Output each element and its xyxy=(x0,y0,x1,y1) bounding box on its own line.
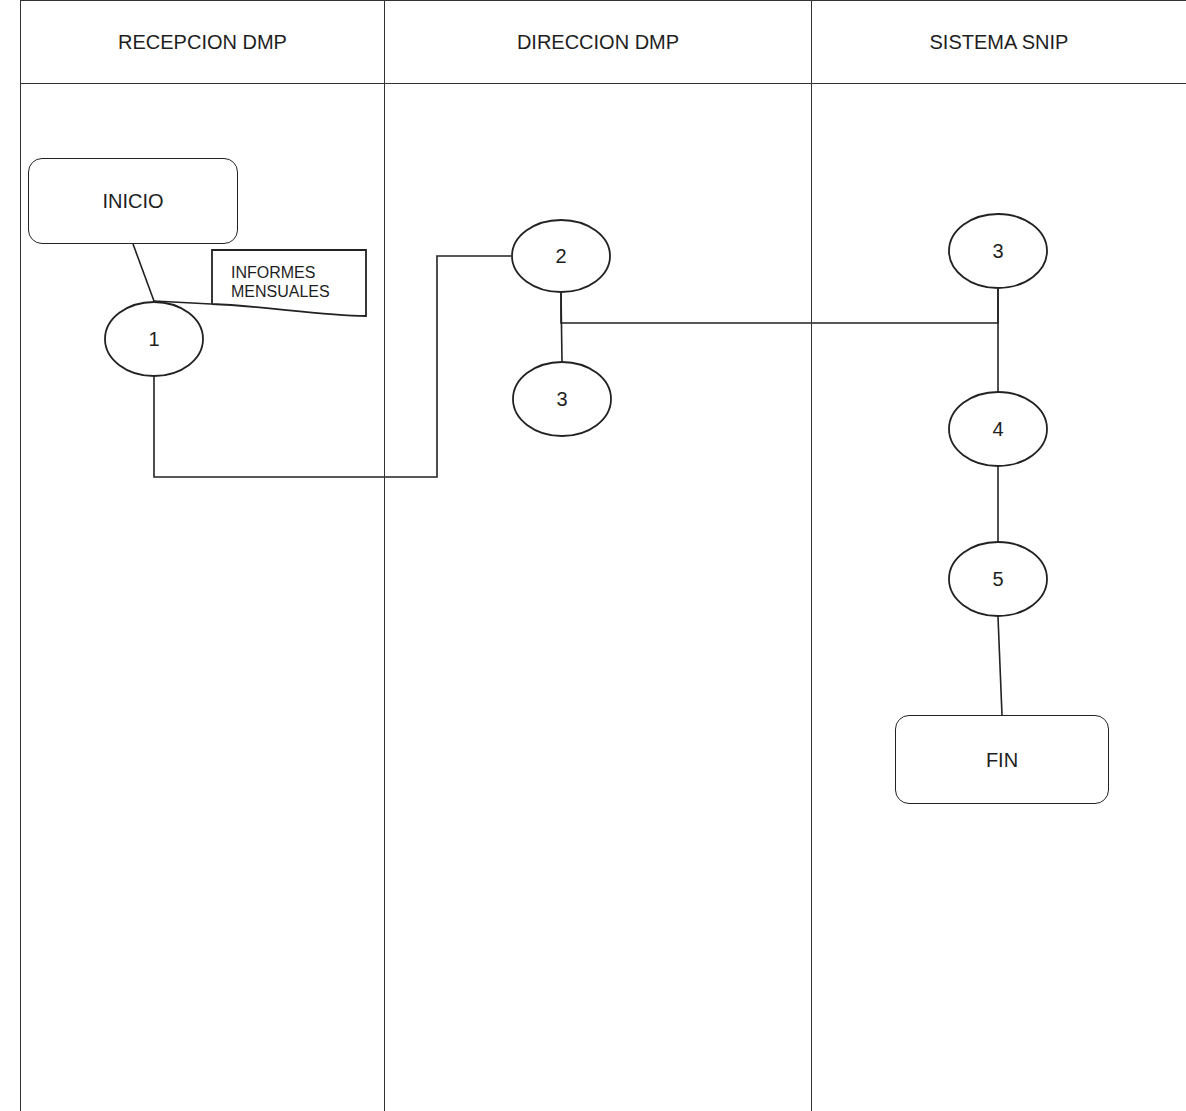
flow-connector xyxy=(561,289,998,323)
step-circle: 1 xyxy=(104,301,204,377)
flow-connector xyxy=(997,467,999,541)
node-label: FIN xyxy=(986,748,1018,772)
step-circle: 3 xyxy=(948,213,1048,289)
lane-title: DIRECCION DMP xyxy=(509,31,687,54)
step-number: 1 xyxy=(148,327,159,351)
lane-title: SISTEMA SNIP xyxy=(922,31,1077,54)
lane-title: RECEPCION DMP xyxy=(110,31,295,54)
flow-connector xyxy=(133,244,154,301)
step-number: 3 xyxy=(556,387,567,411)
start-terminator: INICIO xyxy=(28,158,238,244)
node-label: INFORMES MENSUALES xyxy=(231,263,351,301)
step-number: 3 xyxy=(992,239,1003,263)
document-shape: INFORMES MENSUALES xyxy=(211,249,367,318)
step-number: 4 xyxy=(992,417,1003,441)
flow-connector xyxy=(998,617,1002,715)
lane-header: SISTEMA SNIP xyxy=(812,1,1186,84)
step-circle: 2 xyxy=(511,219,611,293)
step-circle: 5 xyxy=(948,541,1048,617)
node-label: INICIO xyxy=(102,189,163,213)
lane-header: DIRECCION DMP xyxy=(385,1,811,84)
swimlane: RECEPCION DMP INICIO INFORMES MENSUALES 1 xyxy=(20,0,385,1111)
step-number: 5 xyxy=(992,567,1003,591)
step-circle: 4 xyxy=(948,391,1048,467)
swimlane: DIRECCION DMP 2 3 xyxy=(385,0,812,1111)
flow-connector xyxy=(997,289,999,391)
end-terminator: FIN xyxy=(895,715,1109,804)
swimlane: SISTEMA SNIP 3 4 5FIN xyxy=(812,0,1186,1111)
step-circle: 3 xyxy=(512,361,612,437)
step-number: 2 xyxy=(555,244,566,268)
lane-header: RECEPCION DMP xyxy=(21,1,384,84)
